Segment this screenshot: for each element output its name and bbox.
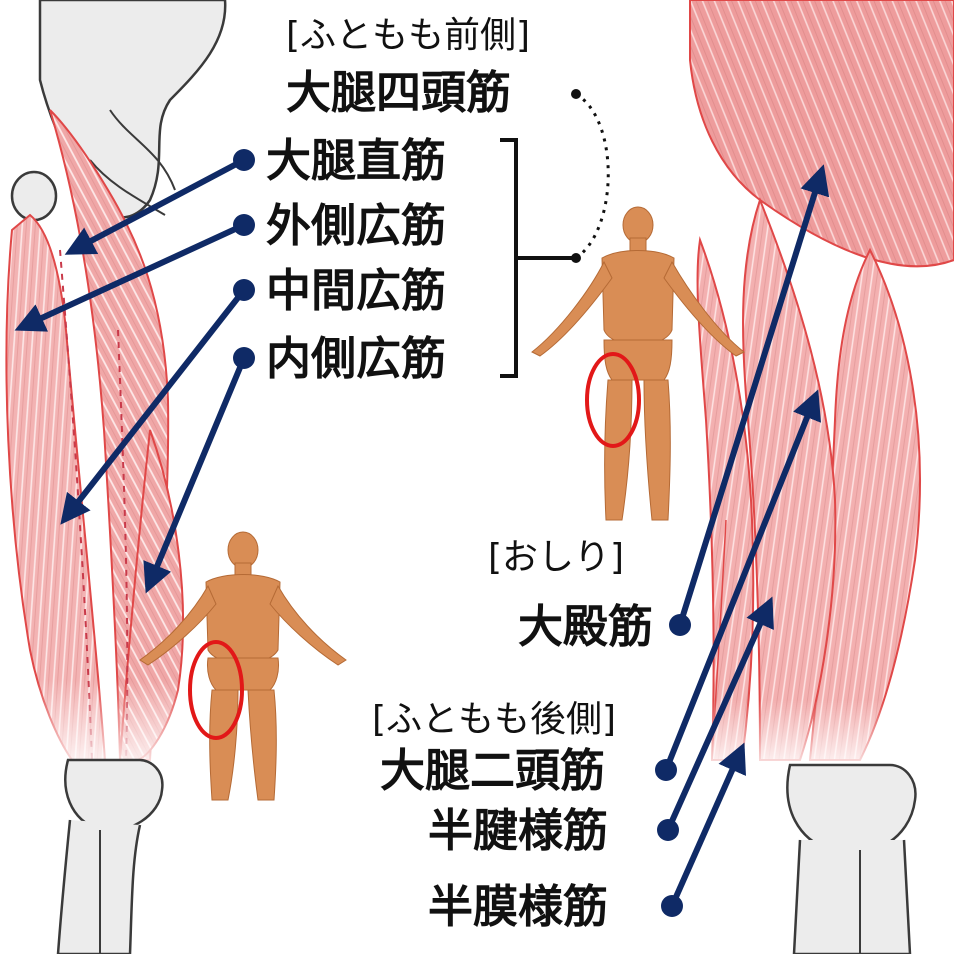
dot-vastus-intermedius [233, 279, 255, 301]
semimembranosus-label: 半膜様筋 [428, 880, 609, 933]
gluteus-maximus-muscle [689, 0, 954, 268]
dotted-connector [575, 92, 610, 260]
vastus-medialis-label: 内側広筋 [266, 332, 447, 385]
front-section-label: [ふともも前側] [286, 15, 531, 56]
front-pointer-arrows [14, 157, 247, 594]
biceps-femoris-label: 大腿二頭筋 [380, 744, 606, 797]
arrow-semitendinosus [665, 596, 774, 832]
lower-leg-bone [792, 839, 912, 954]
arrow-gluteus-maximus [677, 164, 830, 626]
arrow-vastus-intermedius [60, 288, 247, 525]
gluteus-maximus-label: 大殿筋 [518, 600, 654, 653]
dot-semimembranosus [661, 895, 683, 917]
back-body-figure-icon [531, 206, 745, 521]
back-section-label: [ふともも後側] [372, 699, 617, 740]
arrow-rectus-femoris [64, 157, 246, 255]
semitendinosus-label: 半腱様筋 [428, 804, 609, 857]
femur-head [10, 170, 58, 222]
dot-gluteus-maximus [669, 614, 691, 636]
back-thigh-illustration [689, 0, 954, 954]
rectus-femoris-label: 大腿直筋 [266, 134, 447, 187]
arrow-biceps-femoris [663, 389, 822, 772]
front-body-figure-icon [139, 531, 347, 801]
dot-semitendinosus [657, 819, 679, 841]
vastus-lateralis-label: 外側広筋 [266, 199, 447, 252]
vastus-intermedius-label: 中間広筋 [266, 264, 447, 317]
quadriceps-group-label: 大腿四頭筋 [286, 66, 512, 119]
patella-bone [64, 758, 164, 833]
back-thigh-highlight [585, 352, 641, 448]
arrow-vastus-medialis [143, 356, 247, 594]
dot-biceps-femoris [655, 759, 677, 781]
arrow-vastus-lateralis [14, 222, 246, 332]
dot-vastus-lateralis [233, 214, 255, 236]
dot-rectus-femoris [233, 149, 255, 171]
front-thigh-highlight [188, 640, 244, 740]
quadriceps-bracket [500, 138, 518, 378]
dot-vastus-medialis [233, 347, 255, 369]
glute-section-label: [おしり] [488, 537, 625, 578]
back-pointer-arrows [663, 164, 830, 908]
arrow-semimembranosus [669, 742, 746, 908]
